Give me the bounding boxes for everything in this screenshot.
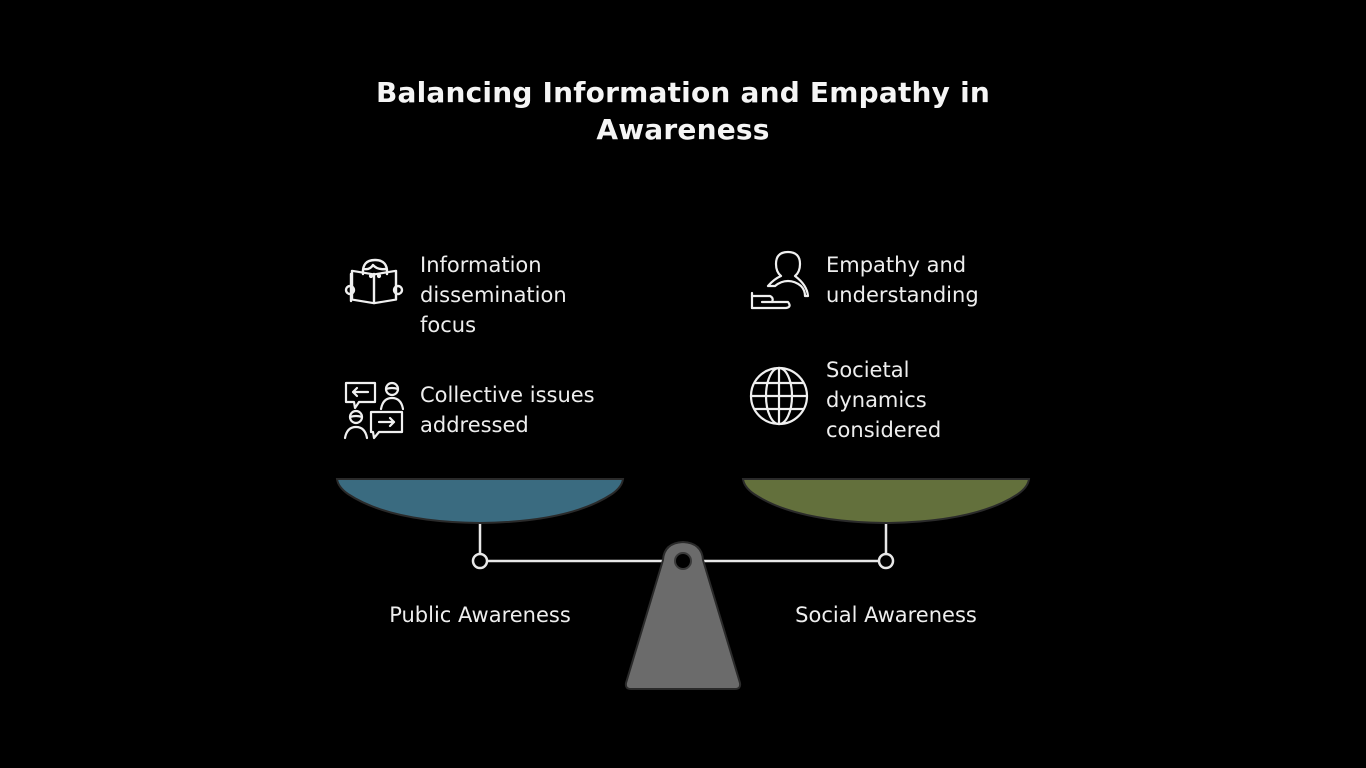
globe-icon <box>748 365 810 427</box>
left-pan <box>335 478 625 525</box>
left-pivot <box>471 552 489 570</box>
fulcrum <box>624 540 742 690</box>
item-label: Empathy and understanding <box>826 253 979 307</box>
hand-supporting-person-icon <box>748 250 810 312</box>
item-label: Collective issues addressed <box>420 383 595 437</box>
left-item-information-dissemination: Information dissemination focus <box>342 250 567 340</box>
left-item-collective-issues: Collective issues addressed <box>342 380 595 442</box>
right-side-label: Social Awareness <box>795 603 977 627</box>
fulcrum-pivot <box>674 552 692 570</box>
right-item-societal-dynamics: Societal dynamics considered <box>748 355 941 445</box>
right-pan <box>741 478 1031 525</box>
left-side-label: Public Awareness <box>389 603 571 627</box>
right-item-empathy: Empathy and understanding <box>748 250 979 312</box>
item-label: Information dissemination focus <box>420 253 567 337</box>
reading-person-icon <box>342 250 404 312</box>
diagram-title: Balancing Information and Empathy in Awa… <box>375 76 991 146</box>
conversation-icon <box>342 380 404 442</box>
item-label: Societal dynamics considered <box>826 358 942 442</box>
right-pivot <box>877 552 895 570</box>
